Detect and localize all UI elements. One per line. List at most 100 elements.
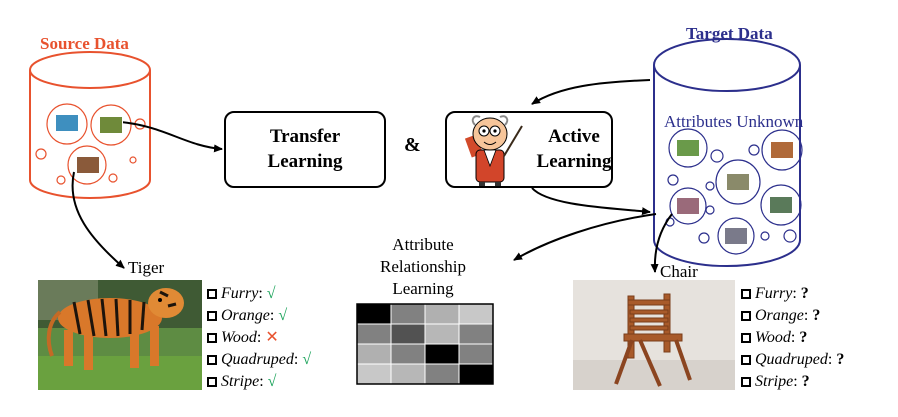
- target-clusters: [665, 128, 803, 255]
- target-thumbnail: [676, 139, 700, 157]
- checkbox-icon: [741, 355, 751, 365]
- transfer-label-line2: Learning: [267, 151, 343, 172]
- tiger-attr-wood: Wood:✕: [207, 327, 311, 349]
- check-mark-icon: √: [278, 307, 288, 324]
- arrow-target-to-chair: [650, 213, 673, 273]
- arrow-target-to-active: [531, 79, 651, 105]
- chair-attr-stripe: Stripe:?: [741, 371, 844, 393]
- transfer-label-line1: Transfer: [269, 126, 341, 147]
- checkbox-icon: [207, 355, 217, 365]
- question-mark-icon: ?: [836, 351, 845, 368]
- chair-attr-quadruped: Quadruped:?: [741, 349, 844, 371]
- attr-name: Wood: [221, 329, 257, 346]
- tiger-label: Tiger: [128, 258, 165, 277]
- matrix-cell: [424, 343, 460, 365]
- active-label-line1: Active: [548, 126, 600, 147]
- matrix-cell: [356, 323, 392, 345]
- chair-attr-wood: Wood:?: [741, 327, 844, 349]
- attr-name: Quadruped: [221, 351, 294, 368]
- checkbox-icon: [207, 289, 217, 299]
- ampersand-label: &: [404, 134, 421, 156]
- attributes-unknown-label: Attributes Unknown: [664, 112, 804, 131]
- target-thumbnail: [770, 141, 794, 159]
- source-thumbnail: [99, 116, 123, 134]
- check-mark-icon: √: [267, 373, 277, 390]
- check-mark-icon: √: [302, 351, 312, 368]
- matrix-cell: [458, 343, 494, 365]
- checkbox-icon: [741, 289, 751, 299]
- source-thumbnail: [55, 114, 79, 132]
- transfer-learning-box: [224, 111, 386, 188]
- source-cylinder: [29, 51, 151, 199]
- matrix-cell: [390, 343, 426, 365]
- matrix-cell: [356, 303, 392, 325]
- attr-name: Orange: [221, 307, 270, 324]
- attr-name: Furry: [221, 285, 259, 302]
- check-mark-icon: √: [266, 285, 276, 302]
- cross-mark-icon: ✕: [265, 329, 279, 346]
- matrix-cell: [390, 363, 426, 385]
- source-clusters: [35, 103, 146, 185]
- checkbox-icon: [207, 311, 217, 321]
- chair-image: [573, 280, 735, 390]
- target-data-title: Target Data: [686, 24, 773, 43]
- matrix-cell: [424, 363, 460, 385]
- matrix-cell: [390, 303, 426, 325]
- question-mark-icon: ?: [799, 329, 808, 346]
- question-mark-icon: ?: [812, 307, 821, 324]
- checkbox-icon: [741, 333, 751, 343]
- attribute-relationship-learning-label: Attribute Relationship Learning: [348, 234, 498, 300]
- attribute-relationship-matrix: [356, 303, 494, 385]
- target-thumbnail: [769, 196, 793, 214]
- chair-attr-orange: Orange:?: [741, 305, 844, 327]
- target-thumbnail: [724, 227, 748, 245]
- attr-name: Stripe: [221, 373, 260, 390]
- relationship-line3: Learning: [392, 279, 454, 298]
- matrix-cell: [356, 343, 392, 365]
- chair-attribute-list: Furry:? Orange:? Wood:? Quadruped:? Stri…: [741, 283, 844, 393]
- chair-label: Chair: [660, 262, 698, 281]
- arrow-target-to-relationship: [513, 213, 657, 261]
- matrix-cell: [458, 303, 494, 325]
- source-data-title: Source Data: [40, 34, 129, 53]
- checkbox-icon: [207, 333, 217, 343]
- arrow-source-to-tiger: [71, 171, 125, 269]
- professor-illustration: [464, 115, 523, 186]
- relationship-line1: Attribute: [392, 235, 454, 254]
- tiger-attr-furry: Furry:√: [207, 283, 311, 305]
- relationship-line2: Relationship: [380, 257, 466, 276]
- checkbox-icon: [741, 311, 751, 321]
- matrix-cell: [390, 323, 426, 345]
- attr-name: Furry: [755, 285, 793, 302]
- target-thumbnail: [726, 173, 750, 191]
- checkbox-icon: [207, 377, 217, 387]
- tiger-attribute-list: Furry:√ Orange:√ Wood:✕ Quadruped:√ Stri…: [207, 283, 311, 393]
- tiger-image: [38, 280, 202, 390]
- tiger-attr-quadruped: Quadruped:√: [207, 349, 311, 371]
- transfer-learning-label: Transfer Learning: [225, 124, 385, 174]
- arrow-source-to-transfer: [119, 121, 223, 153]
- attr-name: Stripe: [755, 373, 794, 390]
- target-thumbnail: [676, 197, 700, 215]
- tiger-attr-stripe: Stripe:√: [207, 371, 311, 393]
- attr-name: Wood: [755, 329, 791, 346]
- chair-attr-furry: Furry:?: [741, 283, 844, 305]
- active-learning-label: Active Learning: [536, 124, 612, 174]
- matrix-cell: [424, 323, 460, 345]
- matrix-cell: [424, 303, 460, 325]
- arrow-active-to-target: [531, 187, 651, 216]
- matrix-cell: [458, 363, 494, 385]
- matrix-border: [356, 303, 494, 385]
- attr-name: Orange: [755, 307, 804, 324]
- attr-name: Quadruped: [755, 351, 828, 368]
- tiger-attr-orange: Orange:√: [207, 305, 311, 327]
- target-cylinder: [653, 38, 801, 267]
- question-mark-icon: ?: [801, 373, 810, 390]
- matrix-cell: [356, 363, 392, 385]
- active-label-line2: Learning: [536, 151, 612, 172]
- matrix-cell: [458, 323, 494, 345]
- question-mark-icon: ?: [800, 285, 809, 302]
- source-thumbnail: [76, 156, 100, 174]
